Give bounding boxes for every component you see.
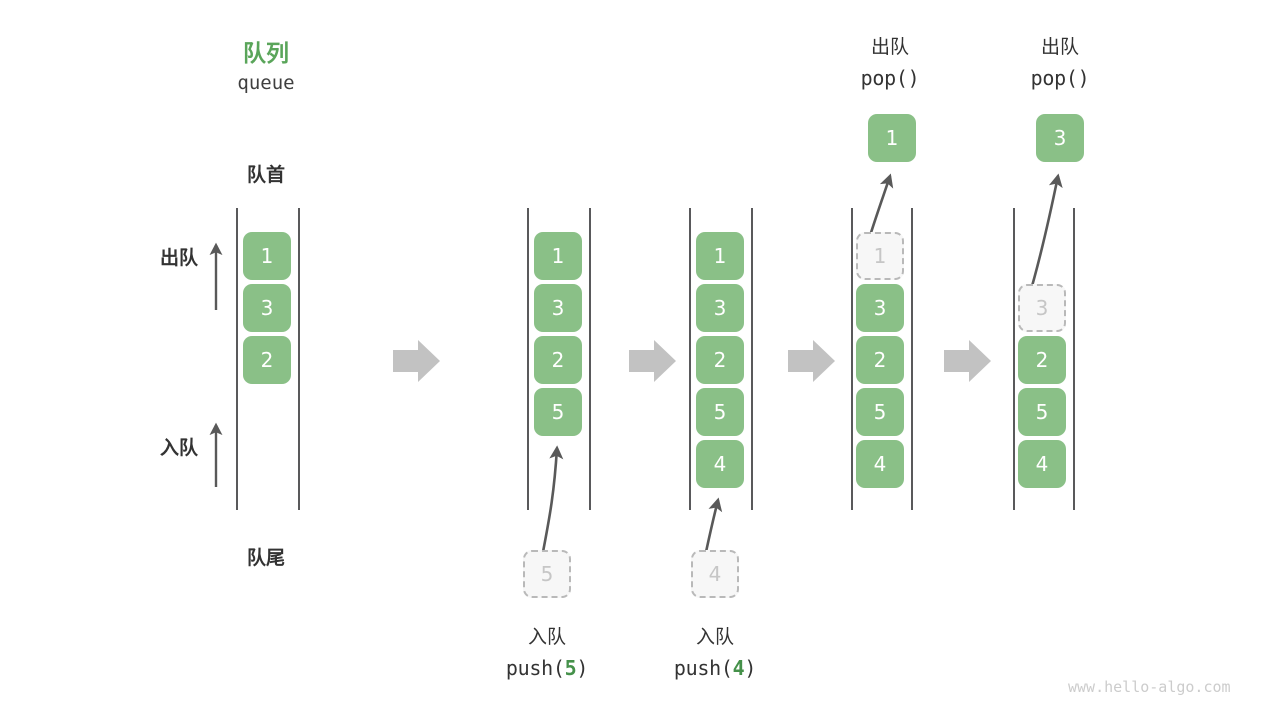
- queue-cell: 1: [534, 232, 582, 280]
- queue-back-label: 队尾: [246, 547, 285, 569]
- step-arrow-4: [944, 340, 991, 382]
- code-prefix: pop(: [860, 66, 908, 90]
- pop-3-label-cn: 出队: [1040, 36, 1079, 58]
- pop-3-label-code: pop(): [990, 66, 1130, 90]
- pop-1-label-cn: 出队: [870, 36, 909, 58]
- queue-cell: 4: [856, 440, 904, 488]
- code-prefix: pop(: [1030, 66, 1078, 90]
- queue-cell-ghost: 1: [856, 232, 904, 280]
- queue-cell: 3: [243, 284, 291, 332]
- queue-cell: 4: [1018, 440, 1066, 488]
- watermark: www.hello-algo.com: [1068, 678, 1231, 696]
- queue-cell: 1: [696, 232, 744, 280]
- queue-front-label: 队首: [246, 164, 285, 186]
- push-4-label-code: push(4): [645, 656, 785, 680]
- queue-title-cn: 队列: [243, 41, 289, 67]
- pop-1-label-code: pop(): [820, 66, 960, 90]
- incoming-cell: 5: [523, 550, 571, 598]
- queue-cell: 5: [534, 388, 582, 436]
- queue-rail-right: [911, 208, 913, 510]
- code-arg: 5: [564, 656, 577, 680]
- incoming-cell: 4: [691, 550, 739, 598]
- queue-cell: 2: [696, 336, 744, 384]
- queue-rail-left: [1013, 208, 1015, 510]
- queue-cell: 5: [1018, 388, 1066, 436]
- push-4-label-cn: 入队: [695, 626, 734, 648]
- code-prefix: push(: [673, 656, 733, 680]
- code-suffix: ): [1077, 66, 1090, 90]
- push-5-arrow: [541, 445, 564, 553]
- queue-cell: 3: [856, 284, 904, 332]
- code-arg: 4: [732, 656, 745, 680]
- queue-rail-left: [236, 208, 238, 510]
- queue-cell: 5: [696, 388, 744, 436]
- push-4-arrow: [704, 497, 723, 553]
- push-5-label-cn: 入队: [527, 626, 566, 648]
- queue-cell: 2: [243, 336, 291, 384]
- queue-rail-left: [851, 208, 853, 510]
- queue-cell: 2: [1018, 336, 1066, 384]
- queue-cell: 3: [534, 284, 582, 332]
- queue-rail-left: [527, 208, 529, 510]
- popped-cell: 3: [1036, 114, 1084, 162]
- code-suffix: ): [576, 656, 589, 680]
- queue-cell: 4: [696, 440, 744, 488]
- queue-cell: 2: [856, 336, 904, 384]
- queue-rail-right: [298, 208, 300, 510]
- queue-cell-ghost: 3: [1018, 284, 1066, 332]
- code-suffix: ): [744, 656, 757, 680]
- code-suffix: ): [907, 66, 920, 90]
- queue-cell: 2: [534, 336, 582, 384]
- queue-rail-left: [689, 208, 691, 510]
- dequeue-label: 出队: [159, 247, 198, 269]
- queue-rail-right: [589, 208, 591, 510]
- popped-cell: 1: [868, 114, 916, 162]
- queue-cell: 5: [856, 388, 904, 436]
- enqueue-label: 入队: [159, 437, 198, 459]
- queue-cell: 3: [696, 284, 744, 332]
- queue-title-en: queue: [237, 72, 295, 94]
- queue-cell: 1: [243, 232, 291, 280]
- queue-rail-right: [751, 208, 753, 510]
- push-5-label-code: push(5): [477, 656, 617, 680]
- code-prefix: push(: [505, 656, 565, 680]
- pop-3-arrow: [1026, 173, 1063, 301]
- step-arrow-3: [788, 340, 835, 382]
- step-arrow-1: [393, 340, 440, 382]
- step-arrow-2: [629, 340, 676, 382]
- queue-rail-right: [1073, 208, 1075, 510]
